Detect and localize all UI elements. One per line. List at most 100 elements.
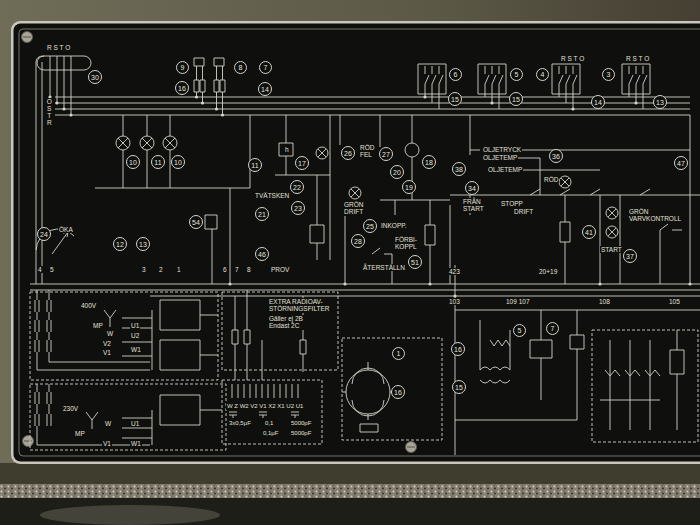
callout-circle: 46 <box>255 247 269 261</box>
wire-number: 20+19 <box>538 268 558 275</box>
capacitor-value: 0,1μF <box>262 430 279 437</box>
terminal-label: V2 <box>102 340 112 347</box>
terminal-label: W1 <box>130 440 142 447</box>
callout-circle: 14 <box>258 82 272 96</box>
fuse-group <box>194 58 225 115</box>
contactor-symbol <box>552 64 580 109</box>
callout-circle: 22 <box>290 180 304 194</box>
wire-number: 6 <box>222 266 228 273</box>
lamp-label: RÖD <box>543 176 559 183</box>
callout-number: 54 <box>192 219 200 226</box>
wire-number: 105 <box>668 298 681 305</box>
callout-number: 41 <box>585 229 593 236</box>
motor-windings <box>342 362 394 432</box>
plate-inner-border <box>19 29 700 456</box>
phase-label: R S T O <box>560 55 585 62</box>
callout-number: 11 <box>251 162 258 169</box>
callout-number: 7 <box>551 325 555 332</box>
switch-label: FRÅN START <box>462 198 488 213</box>
wire-number: 1 <box>176 266 182 273</box>
motor-symbol <box>346 370 390 414</box>
callout-number: 30 <box>91 74 99 81</box>
callout-circle: 13 <box>653 95 667 109</box>
equipment-highlight <box>40 505 220 525</box>
meter-symbol <box>405 143 419 157</box>
lamp-label: START <box>600 246 623 253</box>
wire-number: 103 <box>448 298 461 305</box>
switch-label: INKOPP. <box>380 222 408 229</box>
terminal-label: V1 <box>102 349 112 356</box>
callout-number: 15 <box>451 96 459 103</box>
callout-number: 15 <box>455 384 463 391</box>
switch-label: PROV <box>270 266 290 273</box>
wire-number: 109 107 <box>505 298 531 305</box>
filter-note: Gäller ej 2B Endast 2C <box>268 315 307 330</box>
callout-circle: 1 <box>392 347 405 360</box>
switch-label: ÅTERSTÄLLN <box>362 264 406 271</box>
capacitor-set <box>35 290 150 370</box>
lamp-label: GRÖN VARVKONTROLL <box>628 208 686 223</box>
callout-circle: 19 <box>402 180 416 194</box>
callout-circle: 27 <box>379 147 393 161</box>
callout-circle: 21 <box>255 207 269 221</box>
bus-lines <box>30 62 700 296</box>
callout-circle: 12 <box>113 237 127 251</box>
callout-circle: 9 <box>176 61 189 74</box>
callout-circle: 20 <box>390 165 404 179</box>
callout-number: 25 <box>366 223 374 230</box>
callout-number: 8 <box>239 64 243 71</box>
callout-number: 15 <box>512 96 520 103</box>
capacitor-value: 0,1 <box>264 420 274 427</box>
callout-circle: 18 <box>422 155 436 169</box>
callout-circle: 34 <box>465 181 479 195</box>
callout-circle: 10 <box>171 155 185 169</box>
callout-circle: 14 <box>591 95 605 109</box>
callout-circle: 11 <box>151 155 165 169</box>
terminal-label: V1 <box>102 440 112 447</box>
lamp-label: RÖD FEL <box>359 144 378 159</box>
control-wiring <box>205 115 450 284</box>
callout-number: 10 <box>129 159 137 166</box>
callout-number: 37 <box>626 253 634 260</box>
terminal-label: W <box>106 330 114 337</box>
wire-number: 7 <box>234 266 240 273</box>
dashed-enclosure <box>30 292 698 450</box>
callout-number: 16 <box>454 346 462 353</box>
terminal-label: U2 <box>130 332 140 339</box>
callout-number: 17 <box>298 160 306 167</box>
wire-number: 108 <box>598 298 611 305</box>
callout-number: 38 <box>455 166 463 173</box>
callout-circle: 41 <box>582 225 596 239</box>
callout-number: 4 <box>541 71 545 78</box>
callout-circle: 24 <box>37 227 51 241</box>
terminal-label: W <box>104 420 112 427</box>
callout-circle: 26 <box>341 146 355 160</box>
terminal-label: U1 <box>130 420 140 427</box>
junction-dots <box>48 95 691 297</box>
signal-label: OLJETEMP <box>487 166 523 173</box>
callout-circle: 47 <box>674 156 688 170</box>
phase-label: R S T O <box>625 55 650 62</box>
lamp-cross <box>118 138 616 236</box>
component-label: h <box>284 146 290 153</box>
callout-number: 13 <box>656 99 664 106</box>
switch-label: FÖRBI- KOPPL <box>394 236 422 251</box>
callout-number: 27 <box>382 151 390 158</box>
callout-circle: 5 <box>513 324 526 337</box>
signal-label: OLJETEMP <box>482 154 518 161</box>
callout-circle: 16 <box>175 81 189 95</box>
screw-slot <box>23 37 415 447</box>
callout-number: 5 <box>515 71 519 78</box>
callout-number: 6 <box>454 71 458 78</box>
callout-circle: 30 <box>88 70 102 84</box>
star-connection <box>86 310 116 429</box>
callout-number: 51 <box>411 259 419 266</box>
callout-circle: 7 <box>546 322 559 335</box>
switch-label: DRIFT <box>513 208 534 215</box>
callout-number: 14 <box>594 99 602 106</box>
capacitor-value: 5000pF <box>290 420 312 427</box>
callout-number: 12 <box>116 241 124 248</box>
callout-number: 28 <box>354 238 362 245</box>
callout-number: 16 <box>394 389 402 396</box>
function-label: TVÄTSKEN <box>254 192 290 199</box>
